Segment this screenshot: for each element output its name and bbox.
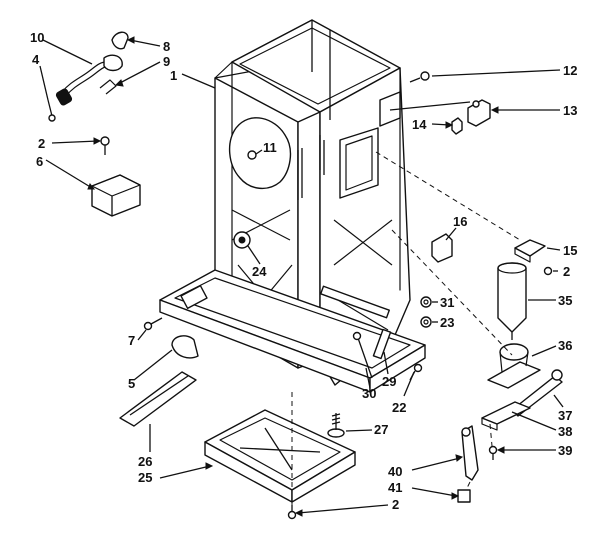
callout-6: 6	[36, 154, 43, 169]
lever-40	[461, 425, 479, 481]
power-cord	[55, 54, 123, 106]
callout-4: 4	[32, 52, 40, 67]
callout-23: 23	[440, 315, 454, 330]
holder-16	[431, 233, 453, 263]
knob-41	[457, 489, 471, 503]
callout-13: 13	[563, 103, 577, 118]
callout-2-right: 2	[563, 264, 570, 279]
callout-31: 31	[440, 295, 454, 310]
callout-16: 16	[453, 214, 467, 229]
callout-8: 8	[163, 39, 170, 54]
callout-2-left: 2	[38, 136, 45, 151]
screw-39	[488, 445, 498, 460]
callout-11: 11	[263, 140, 277, 155]
screw-4	[47, 99, 56, 122]
callout-2-bottom: 2	[392, 497, 399, 512]
callout-labels: 10 8 9 1 4 2 6 11 12 13 14 15 2 16 35 31…	[30, 30, 577, 512]
plate-38	[481, 401, 531, 431]
callout-36: 36	[558, 338, 572, 353]
callout-14: 14	[412, 117, 427, 132]
callout-30: 30	[362, 386, 376, 401]
callout-7: 7	[128, 333, 135, 348]
callout-26: 26	[138, 454, 152, 469]
nut-23	[420, 316, 432, 328]
retainer-clip	[171, 335, 199, 359]
callout-5: 5	[128, 376, 135, 391]
drain-pan	[204, 409, 356, 503]
callout-40: 40	[388, 464, 402, 479]
leader-lines	[39, 36, 564, 517]
screw-7	[143, 317, 163, 331]
cover-box	[91, 174, 141, 217]
screw-2-right	[543, 266, 553, 276]
callout-24: 24	[252, 264, 267, 279]
wire-clip	[99, 79, 117, 95]
screw-2-bottom	[287, 505, 297, 520]
bracket-13	[467, 99, 491, 127]
callout-37: 37	[558, 408, 572, 423]
callout-9: 9	[163, 54, 170, 69]
nut-31	[420, 296, 432, 308]
callout-29: 29	[382, 374, 396, 389]
base-frame	[159, 269, 426, 393]
bracket-15	[514, 239, 546, 263]
trim-strip	[119, 371, 197, 427]
callout-15: 15	[563, 243, 577, 258]
roller-29	[372, 328, 392, 360]
bolt-30	[352, 331, 373, 379]
callout-25: 25	[138, 470, 152, 485]
cup-bracket	[487, 343, 541, 389]
clip-14	[451, 117, 463, 135]
screw-11	[247, 150, 257, 160]
callout-1: 1	[170, 68, 177, 83]
strain-relief-grommet	[111, 31, 129, 50]
assembly-guide-lines	[291, 151, 521, 505]
callout-39: 39	[558, 443, 572, 458]
leveling-screw	[327, 413, 345, 438]
screw-2-left	[100, 136, 110, 155]
callout-12: 12	[563, 63, 577, 78]
callout-35: 35	[558, 293, 572, 308]
callout-38: 38	[558, 424, 572, 439]
screw-12	[409, 71, 430, 83]
callout-27: 27	[374, 422, 388, 437]
filter-cartridge	[497, 262, 527, 340]
callout-10: 10	[30, 30, 44, 45]
fan-hub	[233, 231, 251, 249]
callout-22: 22	[392, 400, 406, 415]
callout-41: 41	[388, 480, 402, 495]
